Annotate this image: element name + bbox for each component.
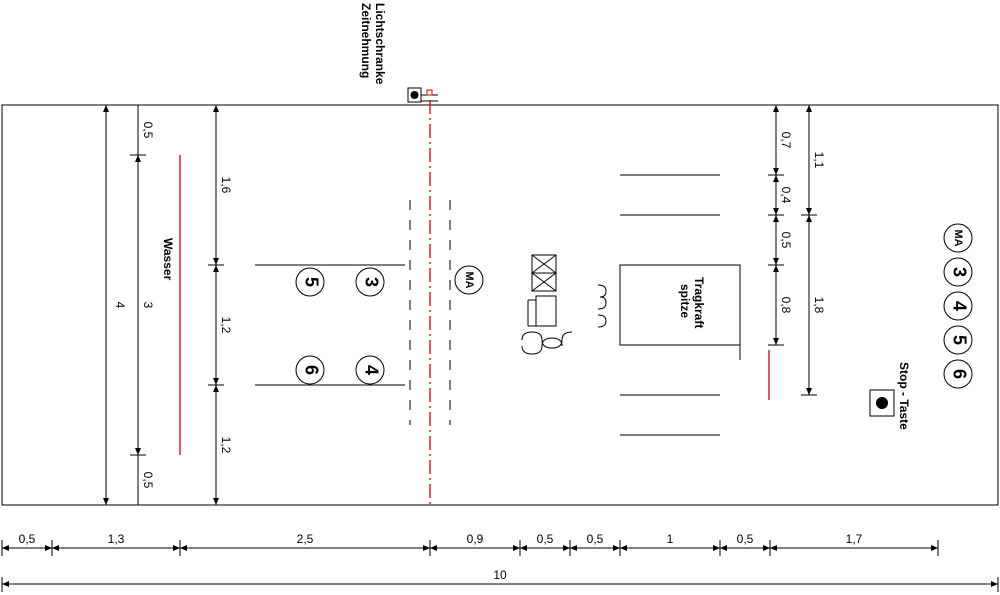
- chair-icon: [527, 295, 557, 327]
- dim-right-a-2: 0,5: [779, 232, 793, 249]
- svg-text:3: 3: [949, 267, 969, 277]
- dim-left-inner: 3: [141, 302, 155, 309]
- dim-bottom-7: 0,5: [737, 532, 754, 546]
- station-ma: MA: [454, 265, 484, 295]
- light-barrier-sensor: [407, 87, 438, 103]
- dim-bottom-4: 0,5: [537, 532, 554, 546]
- bracket-icon: [597, 284, 607, 328]
- dim-bottom-3: 0,9: [467, 532, 484, 546]
- dim-left-top: 0,5: [141, 122, 155, 139]
- station-6: 6: [295, 355, 325, 385]
- sensor-label-line2: Zeitnehmung: [359, 3, 373, 78]
- dimension-lines: 0,5 1,3 2,5 0,9 0,5 0,5 1 0,5 1,7 10 4 0,5 3 0,5 1,6 1,…: [1, 104, 999, 592]
- crate-stack-icon: [531, 254, 557, 292]
- dim-right-a-1: 0,4: [779, 187, 793, 204]
- svg-text:4: 4: [361, 365, 381, 375]
- legend-6: 6: [943, 359, 973, 389]
- sensor-label-line1: Lichtschranke: [373, 3, 387, 85]
- svg-text:5: 5: [301, 277, 321, 287]
- dim-right-a-0: 0,7: [779, 132, 793, 149]
- stop-button-icon: [869, 389, 895, 417]
- legend-5: 5: [943, 325, 973, 355]
- wave-bracket-icon: [521, 331, 573, 355]
- legend-3: 3: [943, 257, 973, 287]
- svg-text:5: 5: [949, 335, 969, 345]
- lift-box: [619, 264, 741, 346]
- station-3: 3: [355, 267, 385, 297]
- lift-label-line2: spitze: [678, 284, 692, 318]
- svg-text:MA: MA: [952, 229, 964, 246]
- field-outline: [1, 104, 999, 506]
- dim-bottom-1: 1,3: [108, 532, 125, 546]
- svg-text:4: 4: [949, 301, 969, 311]
- dim-right-b-0: 1,1: [812, 152, 826, 169]
- svg-text:MA: MA: [463, 271, 475, 288]
- lift-label-line1: Tragkraft: [692, 277, 706, 328]
- station-5: 5: [295, 267, 325, 297]
- stop-label: Stop - Taste: [897, 362, 911, 430]
- legend-ma: MA: [943, 223, 973, 253]
- svg-text:3: 3: [361, 277, 381, 287]
- dim-right-b-1: 1,8: [812, 297, 826, 314]
- dim-left-total: 4: [113, 302, 127, 309]
- dim-mid-0: 1,6: [219, 177, 233, 194]
- dim-right-a-3: 0,8: [779, 297, 793, 314]
- dim-total: 10: [493, 568, 507, 582]
- legend-4: 4: [943, 291, 973, 321]
- dim-bottom-2: 2,5: [297, 532, 314, 546]
- svg-text:6: 6: [301, 365, 321, 375]
- dim-bottom-5: 0,5: [587, 532, 604, 546]
- dim-mid-1: 1,2: [219, 317, 233, 334]
- dim-bottom-0: 0,5: [19, 532, 36, 546]
- dim-left-bottom: 0,5: [141, 472, 155, 489]
- svg-text:6: 6: [949, 369, 969, 379]
- dim-bottom-6: 1: [667, 532, 674, 546]
- water-label: Wasser: [161, 238, 175, 281]
- station-4: 4: [355, 355, 385, 385]
- dim-bottom-8: 1,7: [846, 532, 863, 546]
- dim-mid-2: 1,2: [219, 437, 233, 454]
